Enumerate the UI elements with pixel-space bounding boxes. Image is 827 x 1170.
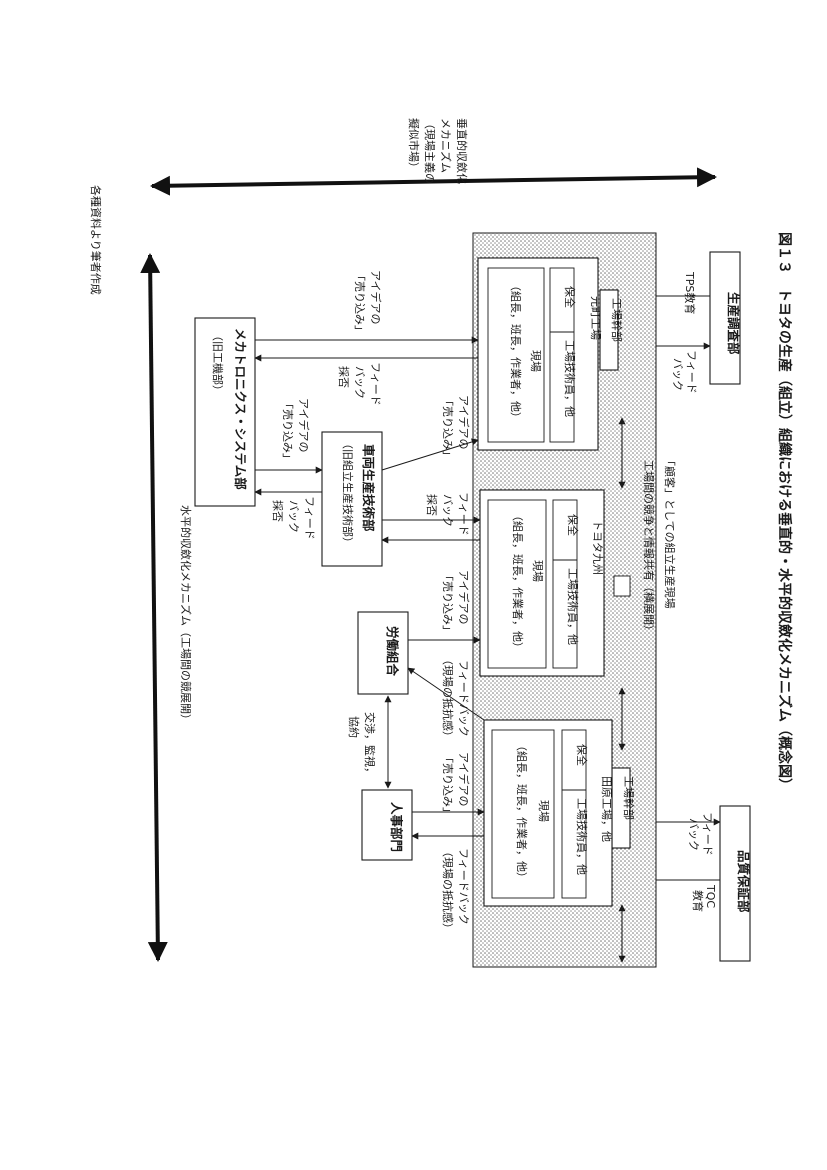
quality-assurance-dept-box <box>719 805 751 962</box>
feedback-label-3: 採否 <box>271 500 285 522</box>
plant-office-box <box>611 767 631 849</box>
feedback-label-1: フィード <box>369 362 382 406</box>
plant-box <box>477 257 599 451</box>
plant-office-box <box>599 289 619 371</box>
resistance-label: （現場の抵抗感） <box>441 846 455 934</box>
feedback-label-full: フィードバック <box>457 848 470 925</box>
plant-name: 元町工場 <box>589 296 602 340</box>
hr-dept-box <box>361 789 413 861</box>
resistance-label: （現場の抵抗感） <box>441 654 455 742</box>
negotiation-label-1: 交渉，監視， <box>363 712 377 778</box>
plant-name: トヨタ九州 <box>591 520 604 575</box>
production-research-dept-box <box>709 251 741 385</box>
feedback-label-1: フィード <box>457 492 470 536</box>
vehicle-engineering-dept-label: 車両生産技術部 <box>361 444 376 532</box>
plant-tahara: 工場幹部 田原工場，他 保全 工場技術員，他 現場 （組長，班長，作業者，他） <box>483 719 636 907</box>
negotiation-label-2: 協約 <box>347 716 361 738</box>
shop-floor-title: 現場 <box>529 350 542 372</box>
idea-label-1: アイデアの <box>297 398 311 452</box>
tqc-label-2: 教育 <box>691 890 705 912</box>
competition-label: 工場間の競争と情報共有（横展開） <box>642 460 656 636</box>
plant-box <box>483 719 613 907</box>
idea-label-2: 「売り込み」 <box>281 398 294 464</box>
mechatronics-dept-box <box>194 317 256 507</box>
vertical-mechanism-arrow <box>150 167 717 196</box>
shop-floor-members: （組長，班長，作業者，他） <box>515 740 528 883</box>
plant-kyushu: トヨタ九州 保全 工場技術員，他 現場 （組長，班長，作業者，他） <box>479 489 605 677</box>
vehicle-engineering-dept-sub: （旧組立生産技術部） <box>341 438 355 548</box>
plant-staff-box <box>552 499 578 669</box>
plant-staff-box <box>561 729 587 899</box>
idea-label-1: アイデアの <box>369 270 383 324</box>
svg-text:擬似市場）: 擬似市場） <box>407 118 421 173</box>
idea-label-1: アイデアの <box>457 395 471 449</box>
idea-label-2: 「売り込み」 <box>353 270 366 336</box>
plant-staff-box <box>549 267 575 443</box>
shop-floor-box <box>491 729 555 899</box>
production-research-dept-label: 生産調査部 <box>726 292 741 355</box>
plant-name: 田原工場，他 <box>600 776 613 842</box>
hr-dept-label: 人事部門 <box>389 802 404 852</box>
customer-shop-floor-label: 「顧客」としての組立生産現場 <box>663 455 677 609</box>
labor-union-label: 労働組合 <box>385 626 400 677</box>
horizontal-mechanism-arrow <box>140 253 168 962</box>
figure-title: 図１３ トヨタの生産（組立）組織における垂直的・水平的収斂化メカニズム（概念図） <box>776 232 793 792</box>
svg-text:（現場主義の: （現場主義の <box>423 118 437 184</box>
svg-text:垂直的収斂化: 垂直的収斂化 <box>455 118 469 184</box>
tps-education-label: TPS教育 <box>683 271 697 314</box>
svg-text:メカニズム: メカニズム <box>439 118 453 173</box>
plant-motomachi: 工場幹部 元町工場 保全 工場技術員，他 現場 （組長，班長，作業者，他） <box>477 257 624 451</box>
mechatronics-dept-label: メカトロニクス・システム部 <box>233 328 248 490</box>
idea-label-2: 「売り込み」 <box>441 570 454 636</box>
shop-floor-members: （組長，班長，作業者，他） <box>511 510 524 653</box>
quality-assurance-dept-label: 品質保証部 <box>736 850 751 913</box>
feedback-label-right-2: バック <box>687 818 700 851</box>
idea-label-1: アイデアの <box>457 752 471 806</box>
shop-floor-title: 現場 <box>537 800 550 822</box>
labor-union-box <box>357 611 409 695</box>
engineers-label: 工場技術員，他 <box>575 798 588 875</box>
maintenance-label: 保全 <box>575 744 589 766</box>
shop-floor-box <box>487 499 547 669</box>
feedback-arrow-union <box>407 667 485 721</box>
tqc-label-1: TQC <box>704 884 717 908</box>
feedback-label-3: 採否 <box>337 366 351 388</box>
customer-shop-floor-band <box>472 232 657 968</box>
idea-label-2: 「売り込み」 <box>441 752 454 818</box>
source-note: 各種資料より筆者作成 <box>89 185 103 295</box>
mechatronics-dept-sub: （旧工機部） <box>211 330 225 396</box>
engineers-label: 工場技術員，他 <box>563 340 576 417</box>
shop-floor-box <box>487 267 545 443</box>
engineers-label: 工場技術員，他 <box>566 568 579 645</box>
feedback-label-1: フィード <box>303 496 316 540</box>
plant-box <box>479 489 605 677</box>
idea-label-2: 「売り込み」 <box>441 395 454 461</box>
feedback-label-3: 採否 <box>425 494 439 516</box>
feedback-label-left-2: バック <box>671 358 684 391</box>
feedback-label-2: バック <box>353 366 366 399</box>
vertical-mechanism-label: 垂直的収斂化 メカニズム （現場主義の 擬似市場） <box>407 118 469 184</box>
feedback-label-2: バック <box>287 500 300 533</box>
feedback-label-full: フィードバック <box>457 660 470 737</box>
plant-office-label: 工場幹部 <box>610 298 624 342</box>
maintenance-label: 保全 <box>563 286 577 308</box>
idea-label-1: アイデアの <box>457 570 471 624</box>
feedback-label-2: バック <box>441 494 454 527</box>
plant-office-label: 工場幹部 <box>622 776 636 820</box>
feedback-label-left-1: フィード <box>685 350 698 394</box>
horizontal-mechanism-label: 水平的収斂化メカニズム（工場間の競展開） <box>179 505 193 725</box>
competition-link-box <box>613 575 631 597</box>
maintenance-label: 保全 <box>566 514 580 536</box>
shop-floor-members: （組長，班長，作業者，他） <box>509 280 522 423</box>
idea-arrow-vehicle-1 <box>381 438 479 471</box>
vehicle-engineering-dept-box <box>321 431 383 567</box>
shop-floor-title: 現場 <box>531 560 544 582</box>
feedback-label-right-1: フィード <box>701 812 714 856</box>
